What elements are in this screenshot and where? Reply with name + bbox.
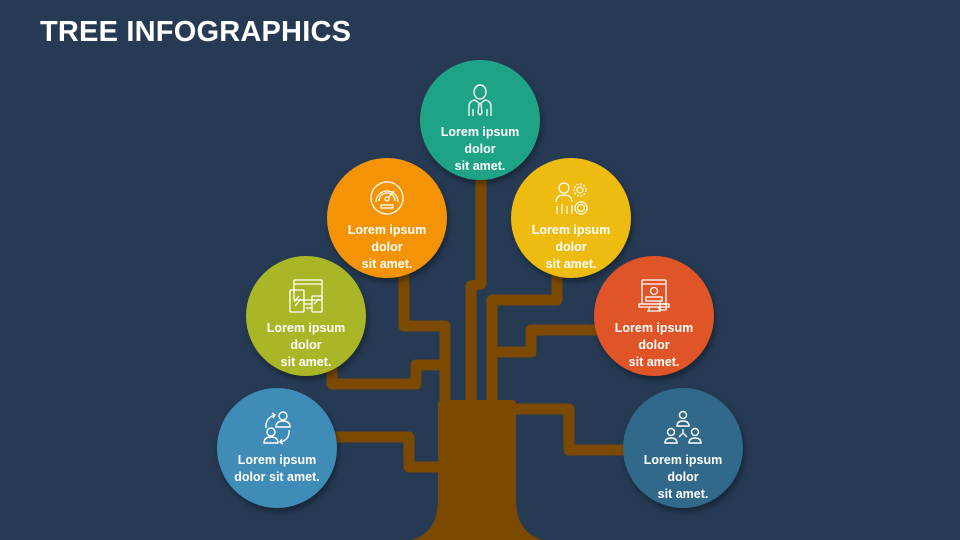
branch-lower-left [328,431,446,473]
node-middle-right: Lorem ipsum dolor sit amet. [594,256,714,376]
online-login-icon [634,278,674,314]
label-line-1: Lorem ipsum dolor [266,321,346,352]
node-middle-left: Lorem ipsum dolor sit amet. [246,256,366,376]
label-line-2: sit amet. [657,487,709,501]
branch-upper-right [486,262,563,408]
branch-middle-left [326,359,446,390]
node-label: Lorem ipsum dolor sit amet. [222,452,332,486]
node-label: Lorem ipsum dolor sit amet. [425,124,535,175]
label-line-1: Lorem ipsum [237,453,317,467]
user-exchange-icon [257,410,297,446]
speedometer-icon [367,180,407,216]
node-upper-left: Lorem ipsum dolor sit amet. [327,158,447,278]
label-line-1: Lorem ipsum dolor [440,125,520,156]
businessman-icon [460,82,500,118]
node-upper-right: Lorem ipsum dolor sit amet. [511,158,631,278]
node-label: Lorem ipsum dolor sit amet. [251,320,361,371]
label-line-1: Lorem ipsum dolor [347,223,427,254]
label-line-1: Lorem ipsum dolor [643,453,723,484]
label-line-1: Lorem ipsum dolor [614,321,694,352]
branch-lower-right [509,403,636,456]
label-line-2: sit amet. [454,159,506,173]
branch-top [465,169,487,408]
responsive-devices-icon [286,278,326,314]
label-line-1: Lorem ipsum dolor [531,223,611,254]
label-line-2: dolor sit amet. [234,470,320,484]
label-line-2: sit amet. [280,355,332,369]
label-line-2: sit amet. [545,257,597,271]
team-hierarchy-icon [663,410,703,446]
financial-analyst-icon [551,180,591,216]
node-top: Lorem ipsum dolor sit amet. [420,60,540,180]
node-lower-right: Lorem ipsum dolor sit amet. [623,388,743,508]
node-label: Lorem ipsum dolor sit amet. [628,452,738,503]
label-line-2: sit amet. [628,355,680,369]
label-line-2: sit amet. [361,257,413,271]
node-label: Lorem ipsum dolor sit amet. [599,320,709,371]
branch-middle-right [492,324,604,358]
node-label: Lorem ipsum dolor sit amet. [332,222,442,273]
tree-trunk [412,400,542,540]
node-label: Lorem ipsum dolor sit amet. [516,222,626,273]
page-title: TREE INFOGRAPHICS [40,16,352,48]
node-lower-left: Lorem ipsum dolor sit amet. [217,388,337,508]
